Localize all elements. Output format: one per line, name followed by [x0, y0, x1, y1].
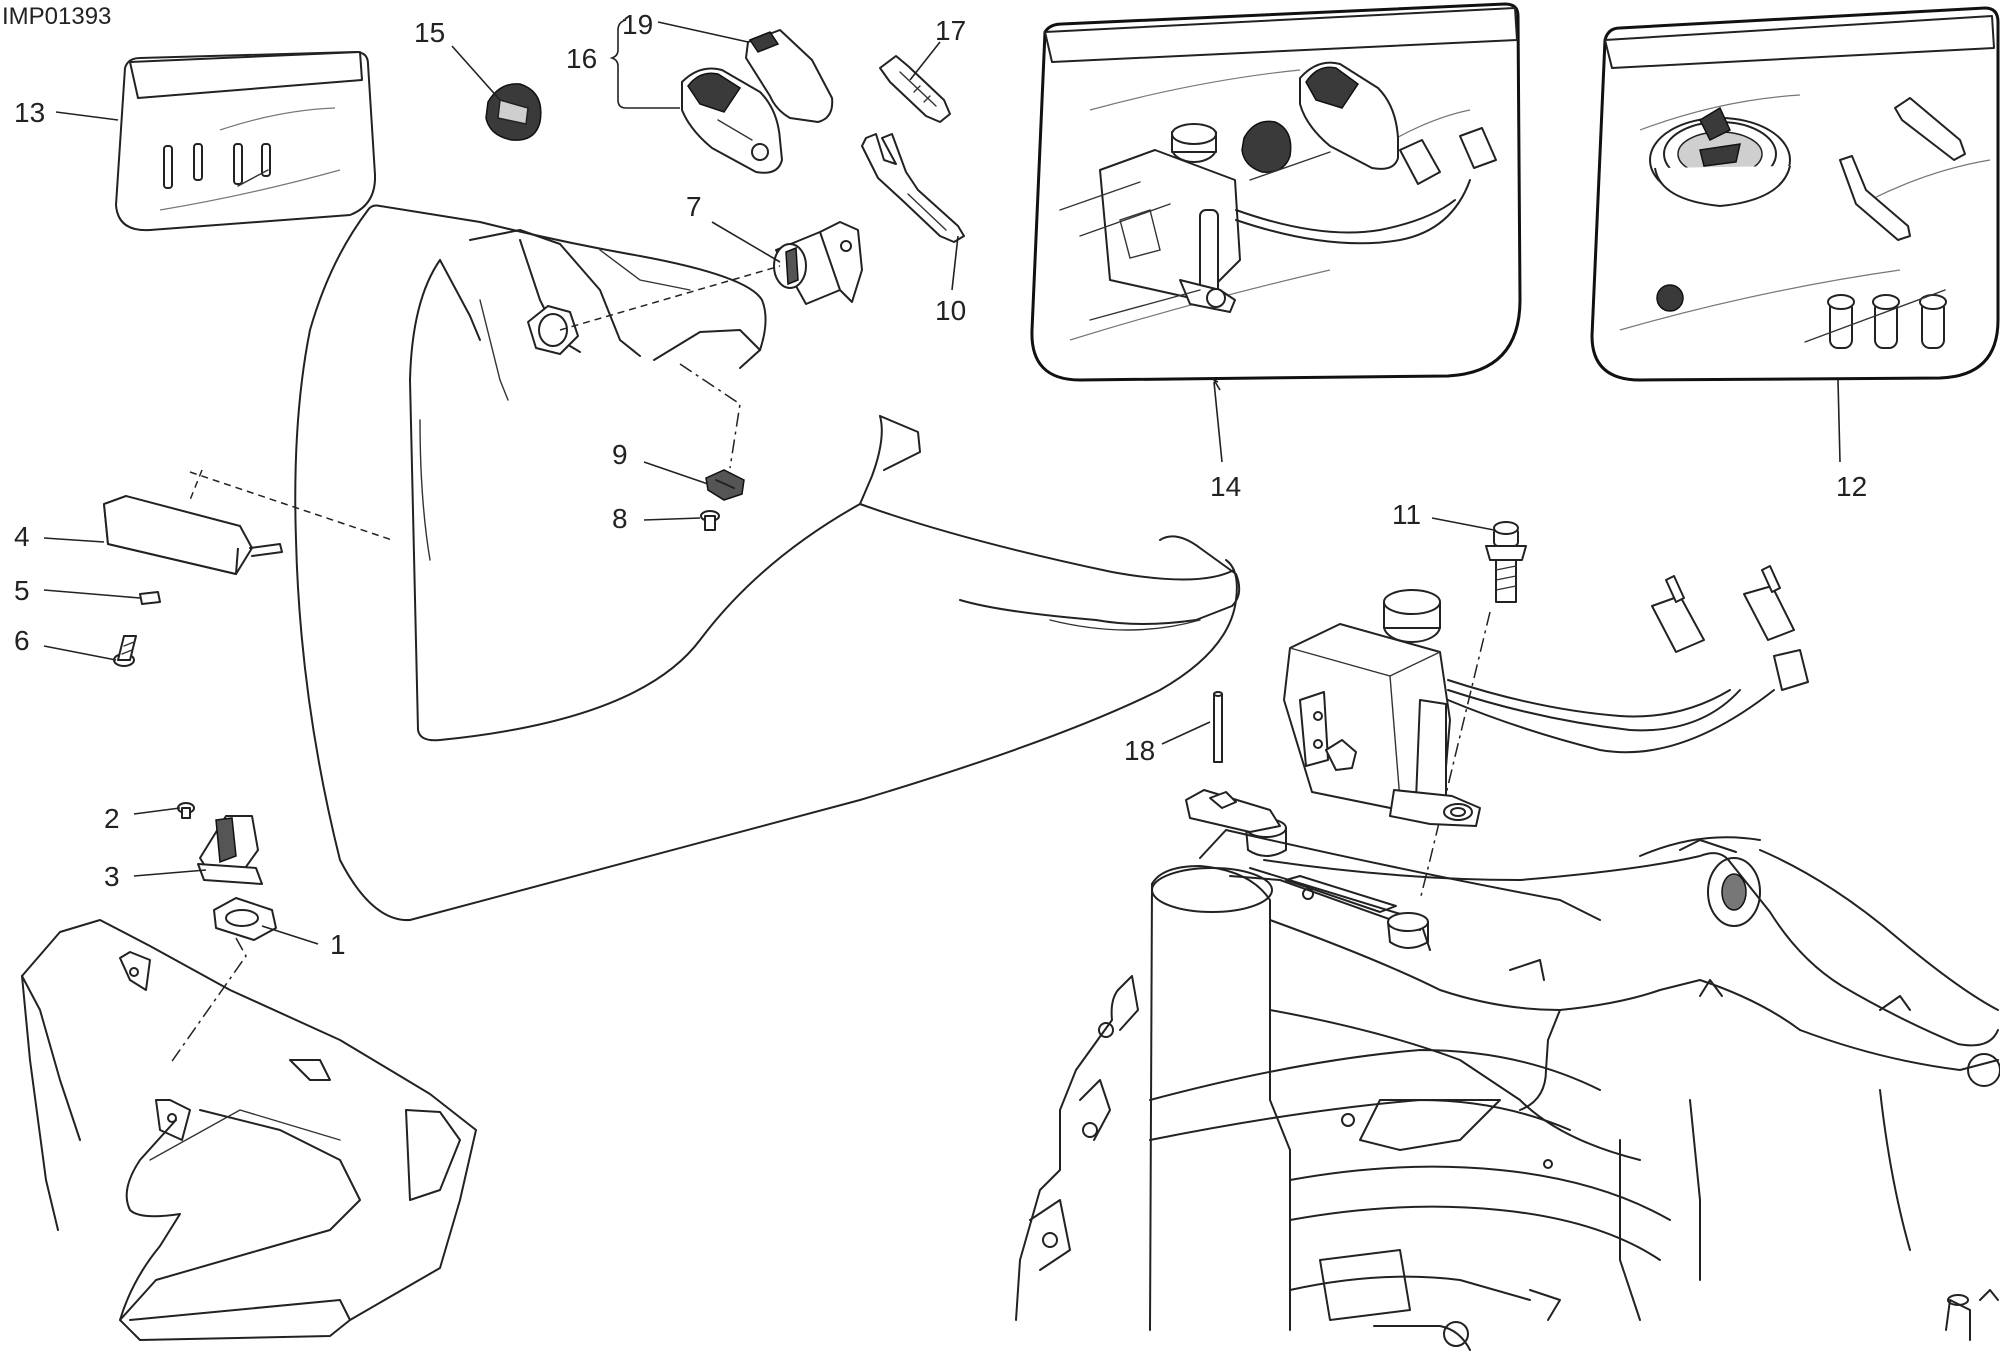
callout-19: 19	[622, 9, 653, 40]
ignition-switch	[1283, 565, 1809, 827]
part-3-sensor	[197, 815, 263, 885]
drawing-code: IMP01393	[2, 3, 111, 30]
callout-18: 18	[1124, 735, 1155, 766]
part-4-bracket	[103, 495, 283, 575]
part-1-gasket	[213, 897, 277, 941]
inner-fairing-duct	[21, 919, 477, 1341]
headlight-fairing	[294, 204, 1241, 922]
callout-4: 4	[14, 521, 30, 552]
callout-3: 3	[104, 861, 120, 892]
callout-labels: 13 15 19 16 17 10 7 9 8 4 5 6 2 3 1 14 1…	[14, 9, 1867, 960]
callout-8: 8	[612, 503, 628, 534]
callout-14: 14	[1210, 471, 1241, 502]
part-7-lock-barrel	[773, 221, 863, 305]
callout-9: 9	[612, 439, 628, 470]
motorcycle-frame	[1015, 789, 2000, 1351]
part-9-clip	[705, 469, 745, 501]
part-10-key	[861, 133, 965, 243]
part-2-screw	[177, 802, 195, 819]
callout-7: 7	[686, 191, 702, 222]
bolt-axis-line	[1419, 611, 1491, 901]
clip-axis-line	[679, 363, 741, 469]
callout-5: 5	[14, 575, 30, 606]
lock-axis-line	[559, 265, 781, 331]
part-8-screw	[700, 510, 720, 531]
callout-12: 12	[1836, 471, 1867, 502]
callout-6: 6	[14, 625, 30, 656]
callout-11: 11	[1392, 499, 1421, 530]
callout-2: 2	[104, 803, 120, 834]
part-12-fuel-cap-kit-panel	[1590, 6, 2000, 382]
callout-16: 16	[566, 43, 597, 74]
part-17-key-blade	[879, 55, 951, 123]
callout-13: 13	[14, 97, 45, 128]
part-6-screw	[113, 635, 137, 667]
part-14-ignition-kit-panel	[1030, 2, 1522, 382]
part-19-fob-cover	[745, 29, 834, 123]
callout-10: 10	[935, 295, 966, 326]
part-15-transponder	[485, 83, 542, 141]
callout-15: 15	[414, 17, 445, 48]
bracket-axis-line	[189, 469, 393, 541]
part-7-lock-nut	[527, 305, 579, 355]
callout-1: 1	[330, 929, 346, 960]
part-16-key-fob	[681, 67, 783, 174]
part-13-tag-card	[115, 51, 377, 232]
part-18-pin	[1213, 691, 1223, 763]
leader-lines	[43, 19, 1841, 945]
part-11-bolt	[1485, 521, 1527, 603]
part-5-washer	[139, 591, 161, 605]
callout-17: 17	[935, 15, 966, 46]
sensor-axis-line	[169, 937, 247, 1065]
